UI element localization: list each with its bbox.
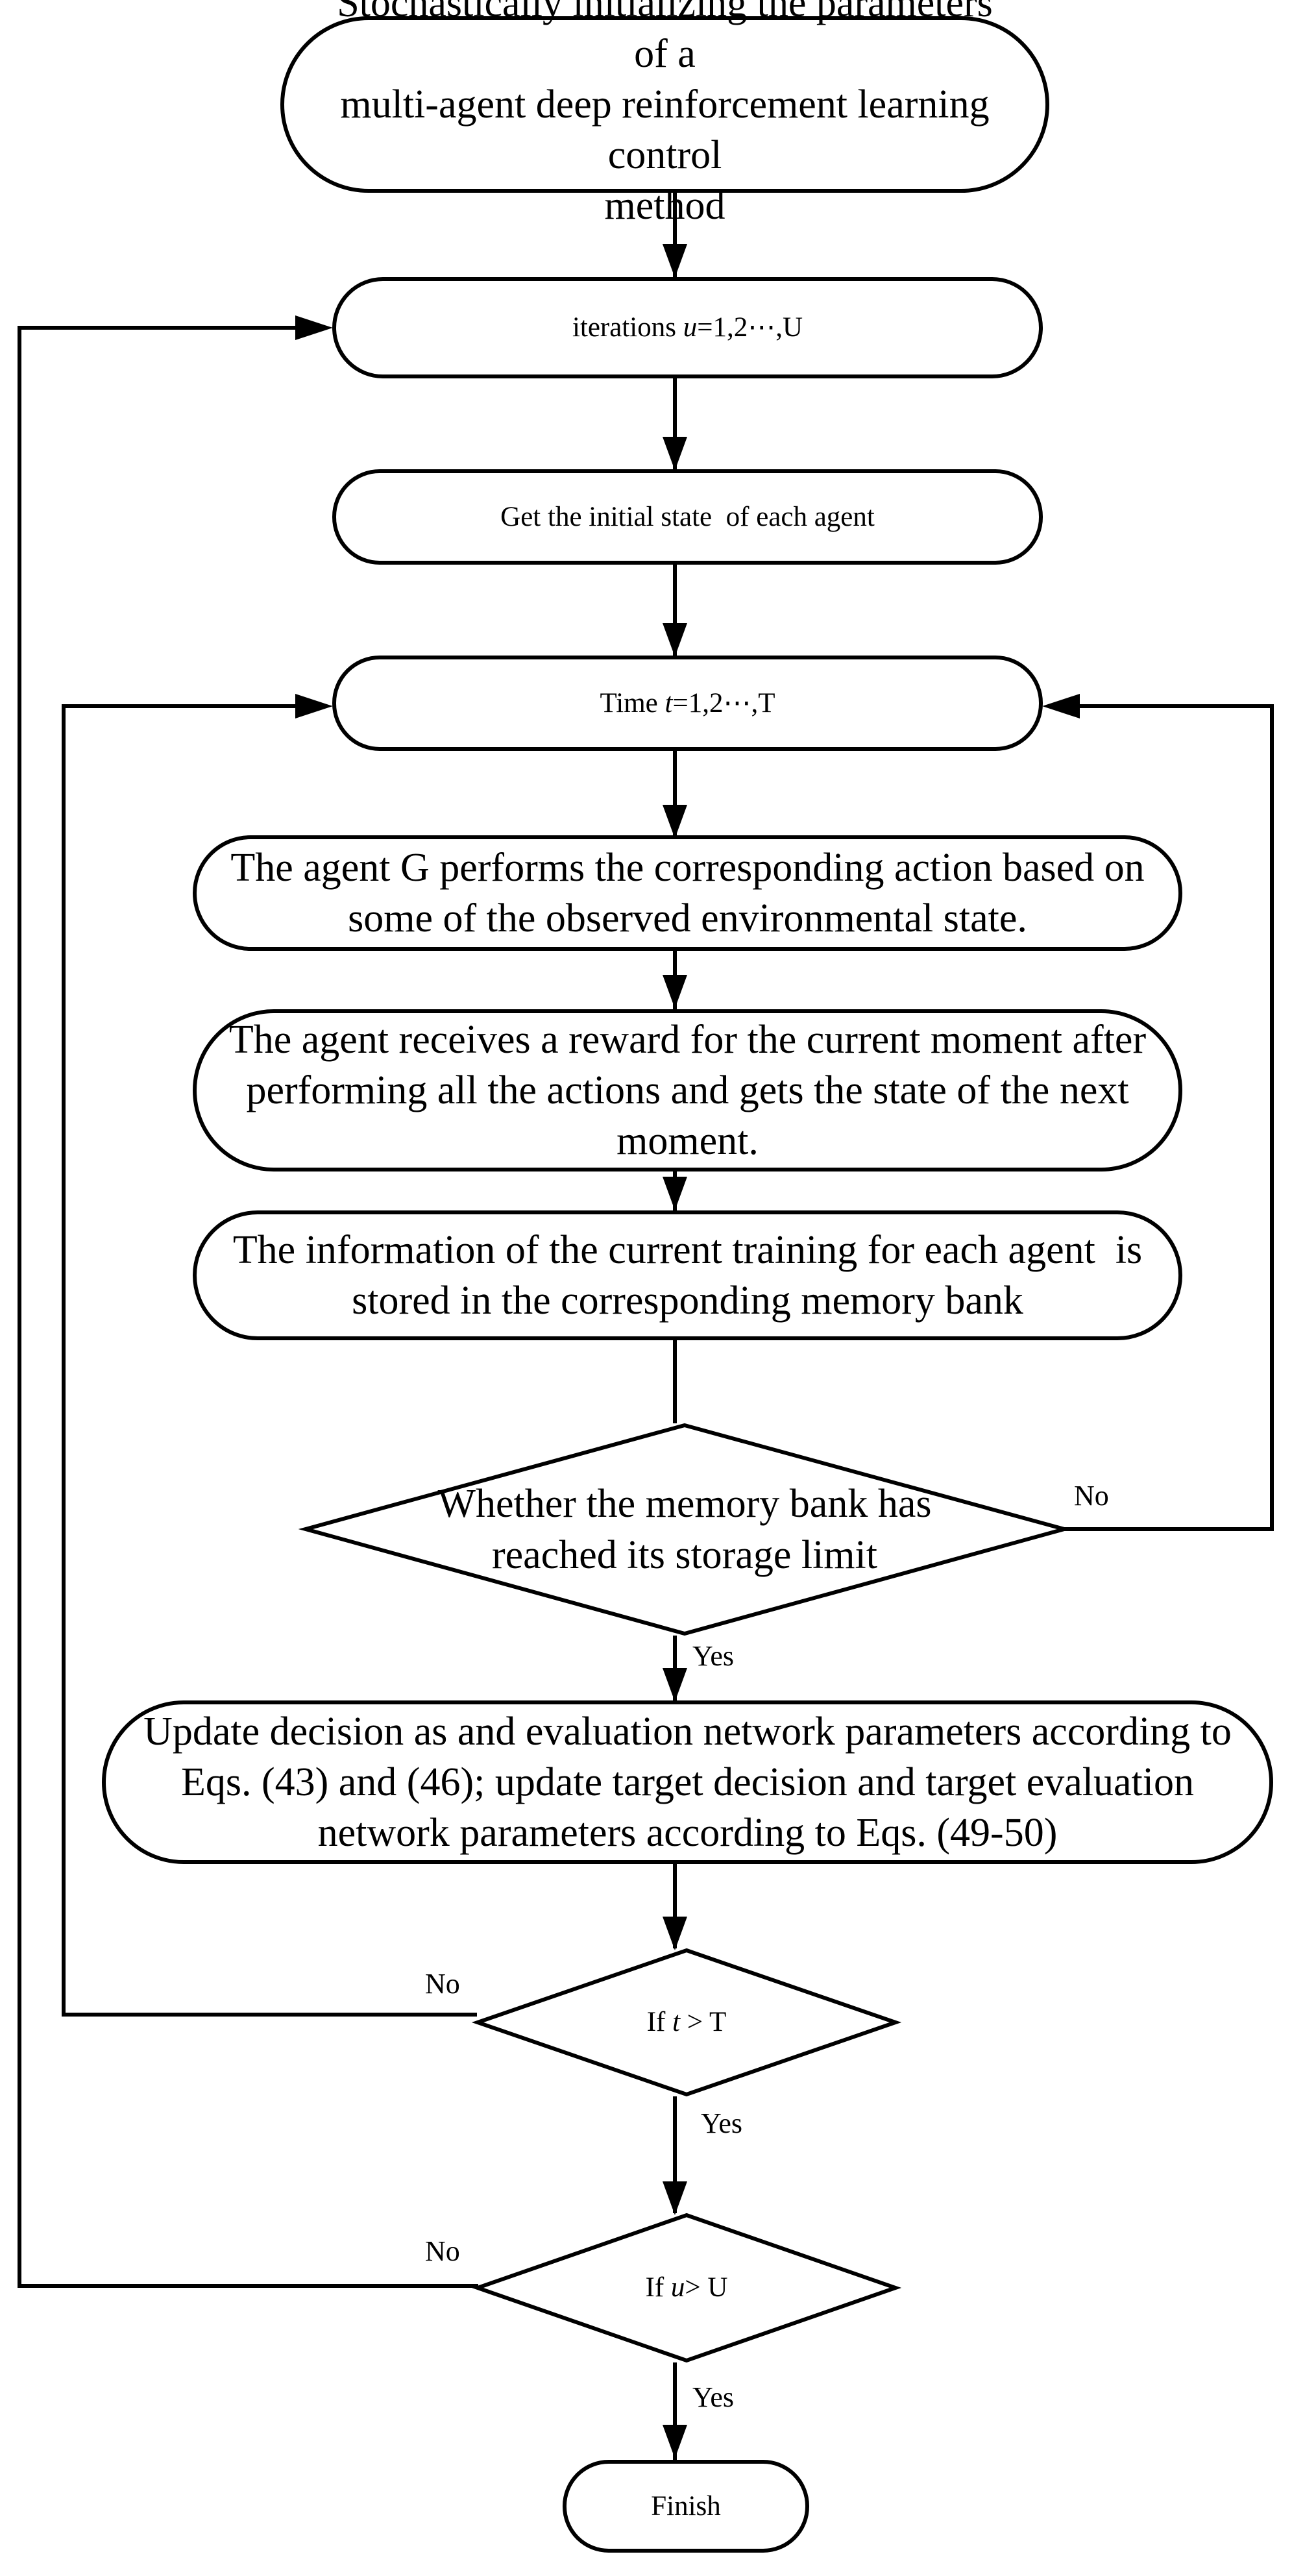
iteration-check-var: u	[670, 2272, 685, 2303]
connector-update-to-time-check	[673, 1864, 677, 1948]
arrow-to-time-check	[663, 1917, 687, 1950]
init-line-2: multi-agent deep reinforcement learning …	[340, 82, 990, 178]
iteration-yes-label: Yes	[692, 2381, 735, 2413]
iterations-var: u	[683, 312, 698, 343]
time-var: t	[664, 687, 673, 718]
iteration-check-decision	[471, 2213, 902, 2363]
arrow-to-iterations	[663, 244, 687, 278]
memory-limit-line-1: Whether the memory bank has	[437, 1482, 932, 1527]
arrow-time-no-to-time	[295, 694, 333, 718]
arrow-to-update	[663, 1668, 687, 1702]
perform-action-line-2: some of the observed environmental state…	[348, 896, 1027, 940]
arrow-memory-no-to-time	[1042, 694, 1080, 718]
arrow-to-initial-state	[663, 437, 687, 471]
time-check-suffix: > T	[680, 2007, 727, 2038]
loop-memory-no-horizontal	[1064, 1527, 1272, 1531]
memory-limit-text: Whether the memory bank has reached its …	[363, 1423, 1006, 1636]
loop-iteration-no-top	[18, 326, 302, 330]
init-parameters-box: Stochastically initializing the paramete…	[280, 0, 1049, 228]
connector-store-to-memory-check	[673, 1340, 677, 1423]
init-line-1: Stochastically initializing the paramete…	[337, 0, 993, 76]
time-check-var: t	[672, 2007, 681, 2038]
finish-box: Finish	[563, 2460, 809, 2553]
arrow-to-reward	[663, 975, 687, 1009]
iteration-check-prefix: If	[645, 2272, 671, 2303]
loop-iteration-no-horizontal	[18, 2284, 478, 2288]
loop-time-no-horizontal	[62, 2013, 477, 2017]
store-line-1: The information of the current training …	[232, 1227, 1143, 1272]
memory-yes-label: Yes	[692, 1640, 735, 1672]
connector-iteration-check-to-finish	[673, 2362, 677, 2460]
iterations-prefix: iterations	[572, 312, 683, 343]
loop-memory-no-top	[1077, 704, 1274, 708]
iteration-check-text: If u> U	[476, 2213, 897, 2362]
memory-no-label: No	[1074, 1480, 1109, 1512]
arrow-to-finish	[663, 2425, 687, 2459]
time-loop-box: Time t=1,2⋯,T	[332, 656, 1043, 751]
update-line-1: Update decision as and evaluation networ…	[143, 1709, 1232, 1754]
perform-action-box: The agent G performs the corresponding a…	[193, 835, 1182, 951]
arrow-to-time	[663, 623, 687, 657]
loop-memory-no-vertical	[1270, 704, 1274, 1531]
reward-line-1: The agent receives a reward for the curr…	[228, 1017, 1147, 1062]
time-suffix: =1,2⋯,T	[672, 687, 775, 718]
connector-init-to-iterations	[673, 193, 677, 277]
iterations-suffix: =1,2⋯,U	[697, 312, 803, 343]
connector-time-to-action	[673, 751, 677, 835]
initial-state-text: Get the initial state of each agent	[500, 501, 875, 532]
reward-box: The agent receives a reward for the curr…	[193, 1009, 1182, 1171]
arrow-to-iteration-check	[663, 2181, 687, 2215]
time-check-prefix: If	[646, 2007, 673, 2038]
connector-initial-state-to-time	[673, 565, 677, 656]
init-line-3: method	[604, 184, 725, 228]
store-memory-box: The information of the current training …	[193, 1210, 1182, 1340]
memory-limit-decision	[298, 1423, 1072, 1636]
arrow-iteration-no-to-iterations	[295, 315, 333, 340]
arrow-to-store	[663, 1177, 687, 1210]
time-check-decision	[471, 1948, 902, 2097]
update-parameters-box: Update decision as and evaluation networ…	[102, 1700, 1273, 1864]
store-line-2: stored in the corresponding memory bank	[352, 1279, 1023, 1323]
time-no-label: No	[425, 1968, 460, 2000]
iteration-no-label: No	[425, 2235, 460, 2267]
iterations-box: iterations u=1,2⋯,U	[332, 277, 1043, 378]
time-check-text: If t > T	[476, 1948, 897, 2096]
initial-state-box: Get the initial state of each agent	[332, 469, 1043, 565]
loop-iteration-no-vertical	[18, 326, 21, 2288]
arrow-to-action	[663, 805, 687, 839]
time-prefix: Time	[600, 687, 665, 718]
loop-time-no-top	[62, 704, 302, 708]
connector-time-check-to-iteration-check	[673, 2096, 677, 2213]
perform-action-line-1: The agent G performs the corresponding a…	[230, 845, 1145, 890]
reward-line-3: moment.	[616, 1119, 759, 1164]
update-line-2: Eqs. (43) and (46); update target decisi…	[181, 1760, 1194, 1804]
reward-line-2: performing all the actions and gets the …	[246, 1068, 1129, 1112]
memory-limit-line-2: reached its storage limit	[492, 1532, 877, 1577]
loop-time-no-vertical	[62, 704, 66, 2017]
update-line-3: network parameters according to Eqs. (49…	[317, 1811, 1058, 1856]
finish-text: Finish	[651, 2490, 721, 2521]
iteration-check-suffix: > U	[685, 2272, 728, 2303]
time-yes-label: Yes	[701, 2107, 743, 2139]
connector-iterations-to-initial-state	[673, 378, 677, 469]
